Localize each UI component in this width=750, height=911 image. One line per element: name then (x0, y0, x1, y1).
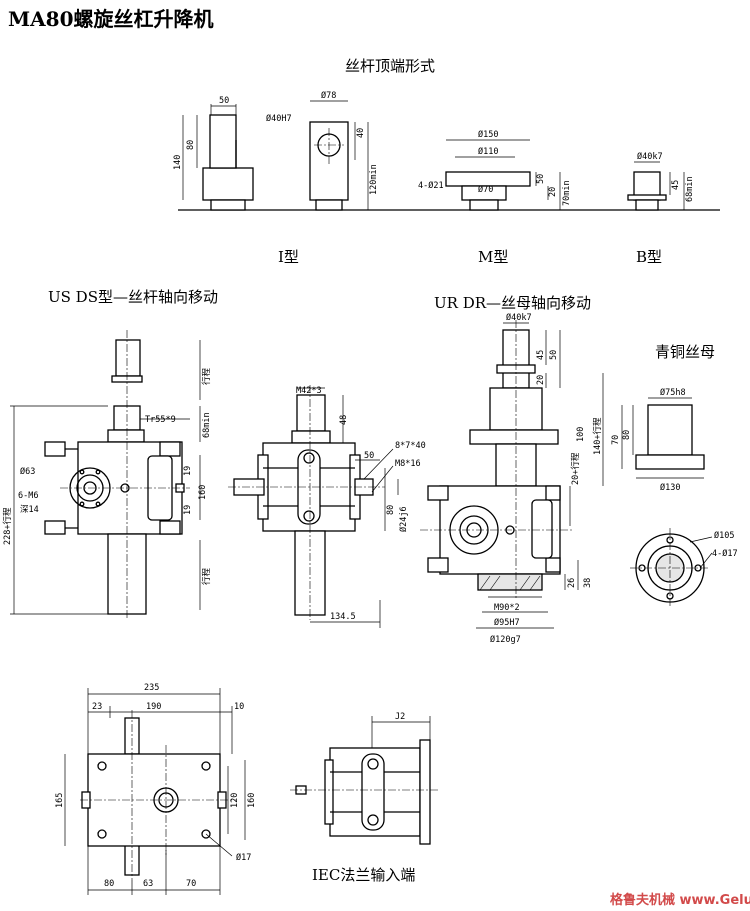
dim-n-130: Ø130 (660, 482, 680, 493)
dim-us-63: Ø63 (20, 466, 35, 477)
dim-b-68min: 68min (685, 176, 695, 202)
dim-s-80: 80 (386, 505, 396, 515)
ur-dr-front-view: Ø40k7 50 45 20 100 140+行程 20+行程 26 38 M9… (420, 312, 604, 645)
us-ds-side-view: M42*3 48 50 8*7*40 M8*16 80 Ø24j6 134.5 (228, 385, 426, 628)
dim-ur-120g7: Ø120g7 (490, 634, 521, 645)
dim-b-23: 23 (92, 702, 102, 712)
dim-i-120min: 120min (369, 164, 379, 195)
dim-ur-100: 100 (576, 427, 586, 442)
dim-s-m42: M42*3 (296, 386, 322, 396)
dim-s-134: 134.5 (330, 612, 356, 622)
top-end-forms: 50 80 140 Ø78 Ø40H7 40 120min (173, 90, 720, 266)
dim-us-68min: 68min (202, 412, 212, 438)
dim-us-160: 160 (198, 485, 208, 500)
us-ds-front-view: 行程 Tr55*9 68min Ø63 6-M6 深14 19 160 19 2… (2, 330, 212, 620)
dim-m-4021: 4-Ø21 (418, 180, 444, 191)
dim-b-165: 165 (55, 793, 65, 808)
dim-us-stroke-top: 行程 (201, 367, 212, 385)
dim-m-110: Ø110 (478, 146, 498, 157)
dim-ur-45: 45 (536, 350, 546, 360)
dim-s-key: 8*7*40 (395, 441, 426, 451)
dim-b-10: 10 (234, 702, 244, 712)
drawing-title: MA80螺旋丝杠升降机 (8, 7, 214, 31)
dim-m-150: Ø150 (478, 129, 498, 140)
dim-ur-20: 20 (536, 375, 546, 385)
dim-us-depth: 深14 (20, 505, 39, 515)
dim-ur-95h7: Ø95H7 (494, 617, 520, 628)
m-type-view: Ø150 Ø110 4-Ø21 Ø70 50 20 70min (418, 129, 572, 211)
dim-m-70: Ø70 (478, 184, 493, 195)
dim-n-105: Ø105 (714, 530, 734, 541)
dim-i-50: 50 (219, 96, 229, 106)
dim-b-63: 63 (143, 879, 153, 889)
section-top-ends: 丝杆顶端形式 (345, 57, 435, 75)
dim-ur-m90: M90*2 (494, 603, 520, 613)
watermark-text: 格鲁夫机械 www.Gelufu.Com (610, 892, 750, 908)
b-type-view: Ø40k7 45 68min (627, 151, 695, 211)
dim-m-20: 20 (548, 187, 558, 197)
i-type-side-view: 50 80 140 (173, 96, 254, 211)
dim-s-48: 48 (339, 415, 349, 425)
dim-i-40: 40 (356, 128, 366, 138)
dim-iec-j2: J2 (395, 712, 405, 722)
label-type-i: I型 (278, 248, 299, 266)
dim-ur-20s: 20+行程 (570, 452, 581, 485)
dim-m-50: 50 (536, 174, 546, 184)
dim-b-70: 70 (186, 879, 196, 889)
dim-us-tr: Tr55*9 (145, 415, 176, 425)
dim-b-40k7: Ø40k7 (637, 151, 663, 162)
dim-b-235: 235 (144, 683, 159, 693)
i-type-front-view: Ø78 Ø40H7 40 120min (266, 90, 379, 211)
dim-b-190: 190 (146, 702, 161, 712)
dim-i-78: Ø78 (321, 90, 336, 101)
dim-i-80: 80 (186, 140, 196, 150)
dim-n-70: 70 (611, 435, 621, 445)
dim-ur-140: 140+行程 (592, 417, 603, 455)
dim-b-120: 120 (230, 793, 240, 808)
section-iec: IEC法兰输入端 (312, 866, 415, 884)
dim-ur-38: 38 (583, 578, 593, 588)
dim-b-45: 45 (671, 180, 681, 190)
base-plan-view: 235 23 190 10 165 120 160 Ø17 80 63 70 (55, 683, 257, 895)
dim-i-40h7: Ø40H7 (266, 113, 292, 124)
dim-ur-26: 26 (567, 578, 577, 588)
label-type-b: B型 (636, 248, 662, 266)
bronze-nut-views: Ø75h8 70 80 Ø130 Ø105 4-Ø17 (611, 387, 738, 608)
dim-us-6m6: 6-M6 (18, 491, 38, 501)
dim-ur-40k7: Ø40k7 (506, 312, 532, 323)
dim-i-140: 140 (173, 155, 183, 170)
dim-m-70min: 70min (562, 180, 572, 206)
iec-flange-view: J2 IEC法兰输入端 (290, 712, 440, 884)
label-type-m: M型 (478, 248, 508, 266)
dim-us-228: 228+行程 (2, 507, 13, 545)
dim-us-19a: 19 (183, 466, 193, 476)
dim-n-4017: 4-Ø17 (712, 548, 738, 559)
dim-b-80: 80 (104, 879, 114, 889)
dim-n-80: 80 (622, 430, 632, 440)
dim-us-19b: 19 (183, 505, 193, 515)
dim-s-m8: M8*16 (395, 459, 421, 469)
dim-n-75h8: Ø75h8 (660, 387, 686, 398)
dim-b-160: 160 (247, 793, 257, 808)
dim-s-24j6: Ø24j6 (398, 506, 409, 532)
section-us-ds: US DS型—丝杆轴向移动 (48, 288, 218, 306)
dim-ur-50: 50 (549, 350, 559, 360)
dim-b-017: Ø17 (236, 852, 251, 863)
dim-s-50: 50 (364, 451, 374, 461)
section-ur-dr: UR DR—丝母轴向移动 (434, 294, 591, 312)
dim-us-stroke-bot: 行程 (201, 567, 212, 585)
section-bronze-nut: 青铜丝母 (655, 343, 715, 361)
